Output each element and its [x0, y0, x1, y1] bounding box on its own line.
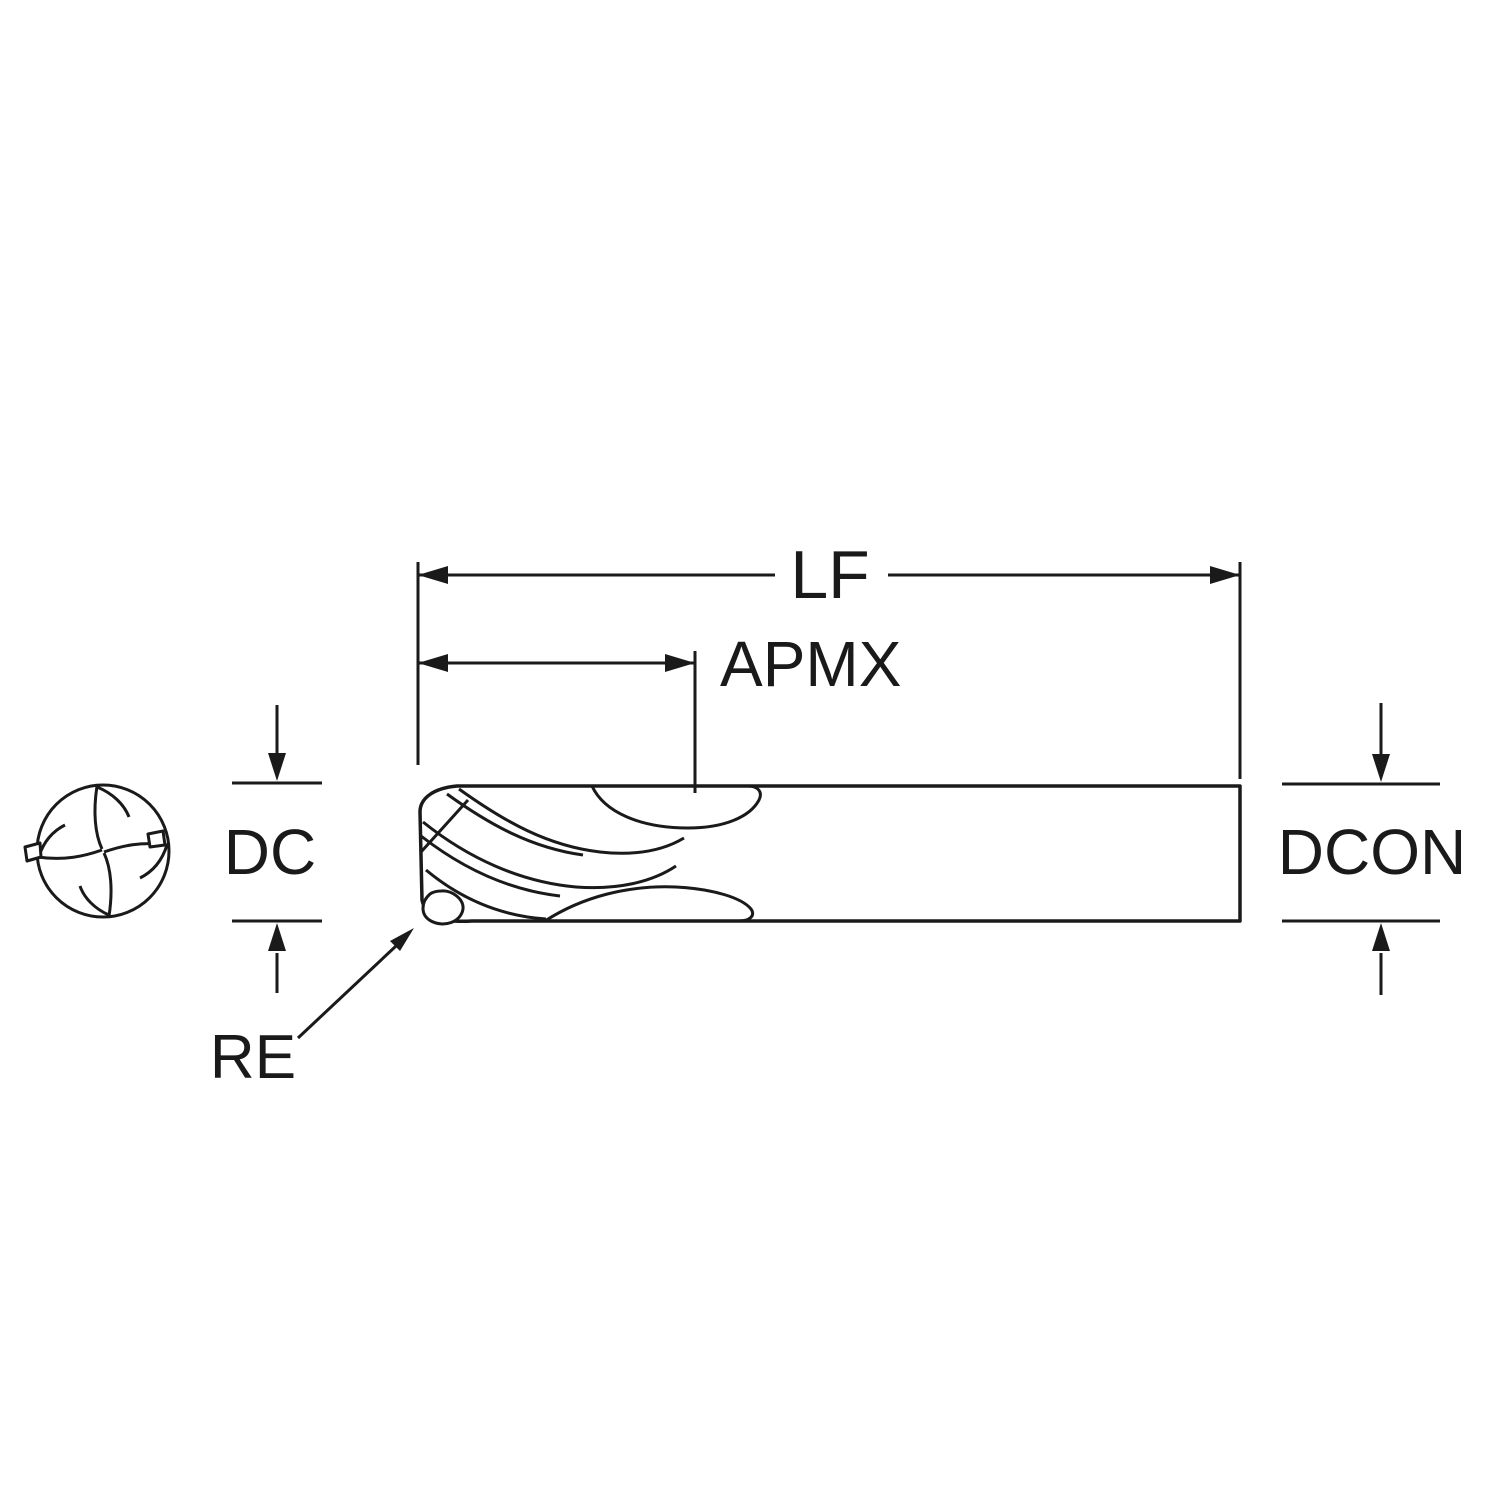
dcon-label: DCON [1278, 816, 1466, 888]
apmx-arrow-right [665, 654, 695, 672]
flute-edge-north [93, 785, 104, 850]
dc-arrow-bottom [268, 923, 286, 951]
side-view [418, 784, 1242, 926]
relief-curve-east [139, 844, 169, 880]
rim-tab-right [146, 829, 167, 849]
bottom-corner-lip [421, 889, 465, 926]
lf-arrow-right [1210, 566, 1240, 584]
flute-runout-lower [543, 885, 755, 923]
re-callout: RE [210, 928, 414, 1092]
re-leader-line [296, 944, 398, 1040]
lf-arrow-left [418, 566, 448, 584]
flute-runout-upper [590, 784, 762, 830]
end-view-outline [35, 783, 171, 919]
dcon-arrow-top [1372, 754, 1390, 782]
flute-helix-1b [446, 792, 584, 857]
dc-label: DC [224, 816, 316, 888]
flute-helix-2 [422, 820, 677, 890]
end-view [23, 783, 171, 919]
flute-edge-west [37, 848, 103, 860]
lf-label: LF [790, 537, 869, 613]
rim-tab-left [23, 841, 43, 863]
flute-helix-2b [420, 834, 561, 898]
apmx-label: APMX [720, 628, 901, 700]
apmx-dimension: APMX [418, 628, 901, 793]
re-label: RE [210, 1023, 296, 1092]
dc-dimension: DC [224, 705, 322, 993]
flute-edge-south [102, 852, 113, 917]
end-face-gash [419, 798, 470, 854]
apmx-arrow-left [418, 654, 448, 672]
relief-curve-west [37, 823, 66, 857]
re-leader-arrow [390, 928, 414, 951]
flute-helix-1 [458, 787, 685, 855]
dcon-arrow-bottom [1372, 923, 1390, 951]
dc-arrow-top [268, 753, 286, 781]
dcon-dimension: DCON [1278, 703, 1466, 995]
relief-curve-south [78, 885, 110, 917]
tool-body-base [420, 786, 1240, 922]
flute-helix-3 [425, 868, 547, 921]
relief-curve-north [96, 785, 131, 818]
